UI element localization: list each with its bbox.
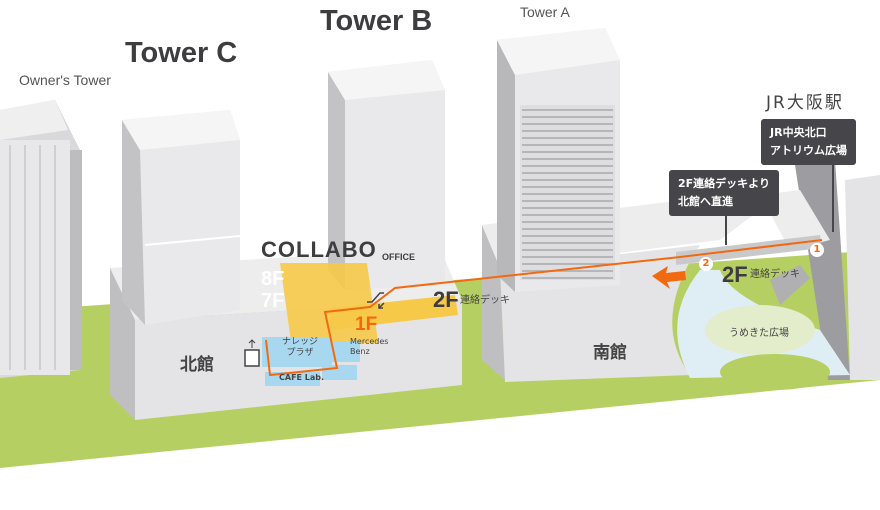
owners-tower xyxy=(0,100,82,378)
1f-areas xyxy=(262,337,360,386)
callout-line: 2F連絡デッキより xyxy=(678,177,770,190)
2f-deck-highlight xyxy=(330,295,458,330)
escalator-icon xyxy=(367,292,385,309)
owners-tower-label: Owner's Tower xyxy=(19,72,111,88)
tower-a-building xyxy=(497,28,620,292)
tower-c-label: Tower C xyxy=(125,37,238,69)
tower-b-building xyxy=(328,60,445,290)
knowledge-plaza-label: ナレッジ プラザ xyxy=(282,337,318,359)
stairs xyxy=(770,265,810,305)
south-building-label: 南館 xyxy=(593,343,627,363)
route-arrow-icon xyxy=(652,266,686,289)
route-point-1: 1 xyxy=(810,243,824,257)
floor-7f: 7F xyxy=(261,290,285,312)
collabo-office-label: OFFICE xyxy=(382,252,415,262)
callout-line: JR中央北口 xyxy=(770,126,827,139)
umekita-plaza-label: うめきた広場 xyxy=(729,328,789,339)
collabo-label: COLLABO xyxy=(261,237,377,262)
callout-line: 北館へ直進 xyxy=(678,195,733,208)
umekita-plaza xyxy=(705,305,815,355)
callout-jr-exit: JR中央北口 アトリウム広場 xyxy=(761,119,856,165)
tower-c-building xyxy=(122,110,241,325)
callout-line: アトリウム広場 xyxy=(770,144,847,157)
tower-b-label: Tower B xyxy=(320,5,433,37)
floor-8f: 8F xyxy=(261,268,285,290)
elevator-icon xyxy=(244,339,260,367)
deck-label: 連絡デッキ xyxy=(750,269,800,280)
knowledge-line: ナレッジ xyxy=(282,337,319,347)
deck-2f-label: 2F xyxy=(722,262,748,287)
floor-1f-label: 1F xyxy=(355,314,378,335)
mercedes-benz-label: Mercedes Benz xyxy=(350,337,388,357)
north-2f-label: 2F xyxy=(433,287,459,312)
route-point-2: 2 xyxy=(699,257,713,271)
deck-walkway xyxy=(676,235,822,265)
cafe-lab-label: CAFE Lab. xyxy=(279,373,325,382)
tower-a-label: Tower A xyxy=(520,4,570,20)
callout-deck: 2F連絡デッキより 北館へ直進 xyxy=(669,170,779,216)
collabo-floors: 8F 7F xyxy=(261,268,284,312)
north-building-label: 北館 xyxy=(180,355,214,375)
benz-line: Benz xyxy=(350,347,370,356)
north-deck-label: 連絡デッキ xyxy=(460,295,510,306)
mercedes-line: Mercedes xyxy=(350,337,389,346)
route-line xyxy=(265,239,823,377)
plaza-line: プラザ xyxy=(286,348,314,358)
jr-osaka-station-label: JR大阪駅 xyxy=(766,93,844,113)
